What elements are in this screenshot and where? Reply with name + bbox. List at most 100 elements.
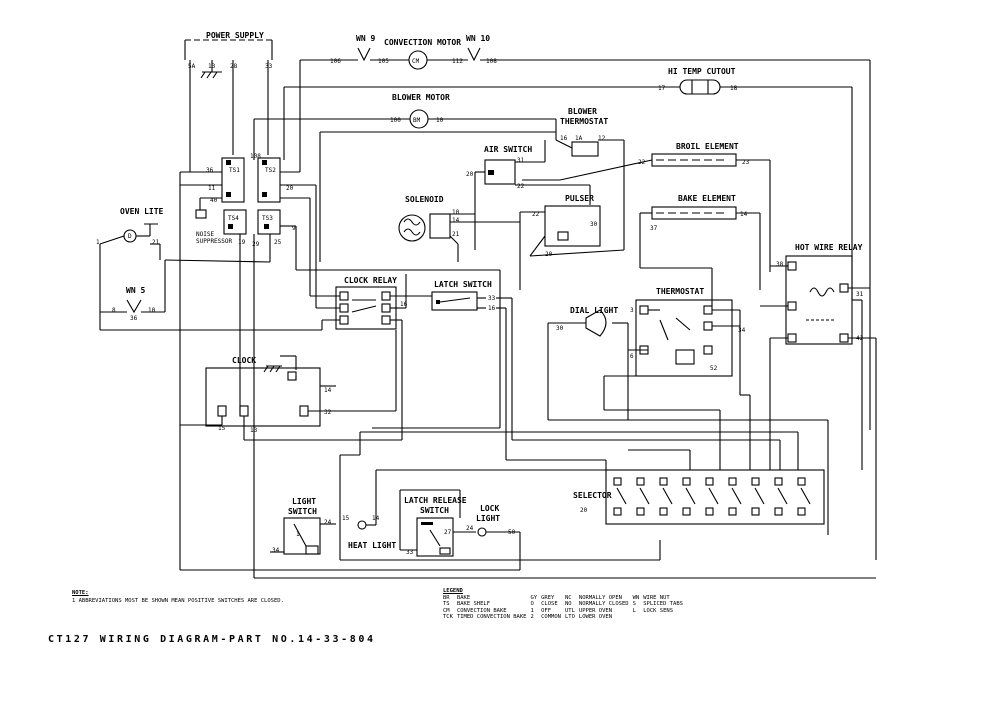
svg-text:105: 105 bbox=[378, 58, 389, 65]
svg-text:LIGHT: LIGHT bbox=[476, 514, 500, 523]
svg-text:BM: BM bbox=[413, 117, 421, 124]
relay-coil bbox=[809, 287, 835, 297]
legend-cell: BAKE bbox=[456, 594, 471, 601]
svg-text:TS2: TS2 bbox=[265, 167, 276, 174]
svg-text:WN 5: WN 5 bbox=[126, 286, 145, 295]
svg-text:TS1: TS1 bbox=[229, 167, 240, 174]
broil-element: BROIL ELEMENT 22 23 bbox=[522, 142, 771, 272]
svg-text:106: 106 bbox=[330, 58, 341, 65]
svg-text:15: 15 bbox=[342, 515, 350, 522]
legend-cell: S bbox=[632, 601, 636, 608]
legend-cell: UPPER OVEN bbox=[578, 607, 613, 614]
selector-contact bbox=[774, 477, 783, 486]
svg-text:TS3: TS3 bbox=[262, 215, 273, 222]
light-switch-box bbox=[283, 517, 321, 555]
selector-switch-blade bbox=[777, 487, 788, 505]
wire-nut-icon bbox=[357, 47, 371, 62]
legend-cell bbox=[633, 614, 644, 621]
ground-icon bbox=[263, 365, 282, 373]
svg-text:33: 33 bbox=[265, 63, 273, 70]
legend-cell: CM bbox=[443, 607, 450, 614]
svg-text:12: 12 bbox=[598, 135, 606, 142]
svg-text:22: 22 bbox=[517, 183, 525, 190]
selector-contact bbox=[613, 507, 622, 516]
svg-text:34: 34 bbox=[272, 547, 280, 554]
terminal-strips: TS1 TS2 36 108 11 20 40 NOISE SUPPRESSOR… bbox=[179, 153, 316, 430]
diagram-title: CT127 WIRING DIAGRAM-PART NO.14-33-804 bbox=[48, 634, 376, 645]
legend-cell: GREY bbox=[541, 594, 555, 601]
svg-text:14: 14 bbox=[324, 387, 332, 394]
pulser-box bbox=[544, 205, 601, 247]
legend-cell: NORMALLY CLOSED bbox=[578, 601, 629, 608]
svg-text:SWITCH: SWITCH bbox=[288, 507, 317, 516]
svg-text:SWITCH: SWITCH bbox=[420, 506, 449, 515]
latch-switch-box bbox=[431, 291, 478, 311]
selector-box bbox=[605, 469, 825, 525]
solenoid: SOLENOID 10 14 21 bbox=[398, 195, 520, 262]
latch-release-switch-box bbox=[416, 517, 454, 557]
svg-text:1: 1 bbox=[296, 531, 300, 538]
legend-cell: O bbox=[530, 601, 534, 608]
heat-light-bulb bbox=[357, 520, 367, 530]
wire-nut-icon bbox=[467, 47, 481, 62]
clock-relay: CLOCK RELAY 16 bbox=[296, 185, 501, 440]
svg-text:9: 9 bbox=[292, 225, 296, 232]
legend-cell: BR bbox=[443, 594, 450, 601]
ts4-strip bbox=[223, 209, 247, 235]
svg-text:108: 108 bbox=[486, 58, 497, 65]
svg-text:PULSER: PULSER bbox=[565, 194, 594, 203]
legend-cell: OFF bbox=[541, 607, 552, 614]
note: NOTE: 1 ABBREVIATIONS MOST BE SHOWN MEAN… bbox=[72, 590, 284, 604]
selector-contact bbox=[705, 507, 714, 516]
svg-text:1: 1 bbox=[96, 239, 100, 246]
svg-text:15: 15 bbox=[218, 425, 226, 432]
svg-text:14: 14 bbox=[740, 211, 748, 218]
selector-switch-blade bbox=[754, 487, 765, 505]
selector-switch-blade bbox=[708, 487, 719, 505]
lock-light-bulb bbox=[477, 527, 487, 537]
svg-text:20: 20 bbox=[466, 171, 474, 178]
selector-switch-blade bbox=[639, 487, 650, 505]
svg-text:6: 6 bbox=[630, 353, 634, 360]
svg-text:108: 108 bbox=[250, 153, 261, 160]
legend-cell: CLOSE bbox=[541, 601, 558, 608]
svg-text:AIR SWITCH: AIR SWITCH bbox=[484, 145, 532, 154]
svg-text:40: 40 bbox=[210, 197, 218, 204]
blower-motor-circuit: BLOWER MOTOR BM 100 10 BLOWER THERMOSTAT… bbox=[253, 93, 625, 262]
solenoid-coil bbox=[398, 214, 426, 242]
selector: SELECTOR 20 bbox=[573, 469, 825, 525]
svg-text:CM: CM bbox=[412, 58, 420, 65]
hi-temp-cutout: HI TEMP CUTOUT 17 18 bbox=[283, 67, 853, 300]
thermostat-box bbox=[635, 299, 733, 377]
selector-contact bbox=[682, 477, 691, 486]
latch-release-switch: LATCH RELEASE SWITCH 27 33 24 50 bbox=[399, 489, 516, 557]
svg-text:36: 36 bbox=[130, 315, 138, 322]
svg-text:LATCH RELEASE: LATCH RELEASE bbox=[404, 496, 467, 505]
selector-contact bbox=[728, 507, 737, 516]
pulser: PULSER 22 30 20 bbox=[519, 194, 625, 290]
svg-text:24: 24 bbox=[466, 525, 474, 532]
svg-text:18: 18 bbox=[730, 85, 738, 92]
svg-text:24: 24 bbox=[324, 519, 332, 526]
selector-contact bbox=[728, 477, 737, 486]
svg-text:BAKE ELEMENT: BAKE ELEMENT bbox=[678, 194, 736, 203]
svg-text:10: 10 bbox=[436, 117, 444, 124]
svg-text:1A: 1A bbox=[575, 135, 583, 142]
svg-text:30: 30 bbox=[590, 221, 598, 228]
legend-cell: CONVECTION BAKE bbox=[456, 607, 507, 614]
svg-text:21: 21 bbox=[152, 239, 160, 246]
svg-text:10: 10 bbox=[452, 209, 460, 216]
selector-contact bbox=[659, 477, 668, 486]
svg-text:27: 27 bbox=[444, 529, 452, 536]
ts3-strip bbox=[257, 209, 281, 235]
legend-cell: WIRE NUT bbox=[643, 594, 670, 601]
wn10-label: WN 10 bbox=[466, 34, 490, 43]
wire-nut-icon bbox=[126, 299, 142, 314]
legend-cell: UTL bbox=[564, 607, 575, 614]
